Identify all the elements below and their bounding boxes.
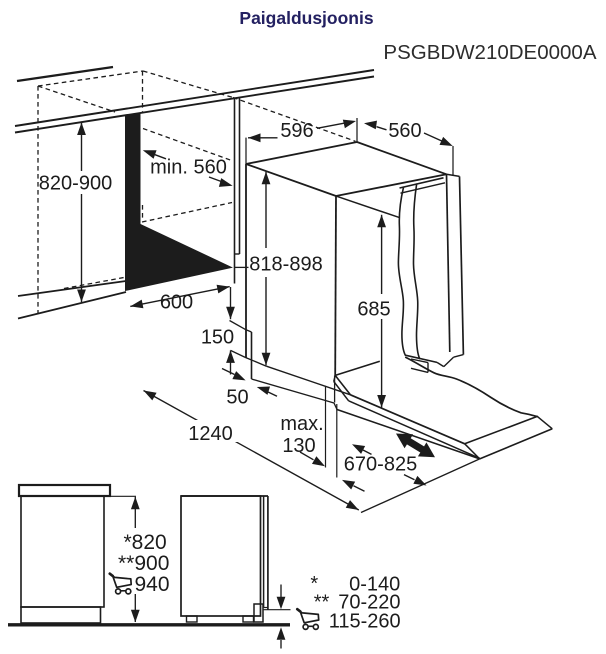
- svg-text:Paigaldusjoonis: Paigaldusjoonis: [239, 8, 373, 28]
- svg-text:670-825: 670-825: [344, 454, 417, 476]
- svg-text:560: 560: [388, 120, 421, 142]
- svg-text:PSGBDW210DE0000A: PSGBDW210DE0000A: [383, 41, 596, 64]
- svg-text:*820: *820: [124, 531, 167, 554]
- svg-text:820-900: 820-900: [39, 173, 112, 195]
- svg-text:**900: **900: [118, 552, 169, 575]
- svg-text:70-220: 70-220: [338, 591, 400, 613]
- svg-text:max.: max.: [280, 413, 323, 435]
- svg-text:1240: 1240: [188, 423, 233, 445]
- svg-text:596: 596: [280, 120, 313, 142]
- svg-text:min. 560: min. 560: [150, 157, 227, 179]
- svg-text:685: 685: [357, 299, 390, 321]
- svg-text:**: **: [314, 591, 330, 613]
- svg-text:150: 150: [201, 327, 234, 349]
- svg-text:*: *: [310, 573, 318, 595]
- svg-text:50: 50: [226, 387, 248, 409]
- svg-text:600: 600: [160, 292, 193, 314]
- svg-text:0-140: 0-140: [349, 573, 400, 595]
- svg-text:818-898: 818-898: [249, 254, 322, 276]
- svg-text:115-260: 115-260: [329, 611, 401, 633]
- svg-text:130: 130: [282, 435, 315, 457]
- svg-text:940: 940: [135, 573, 170, 596]
